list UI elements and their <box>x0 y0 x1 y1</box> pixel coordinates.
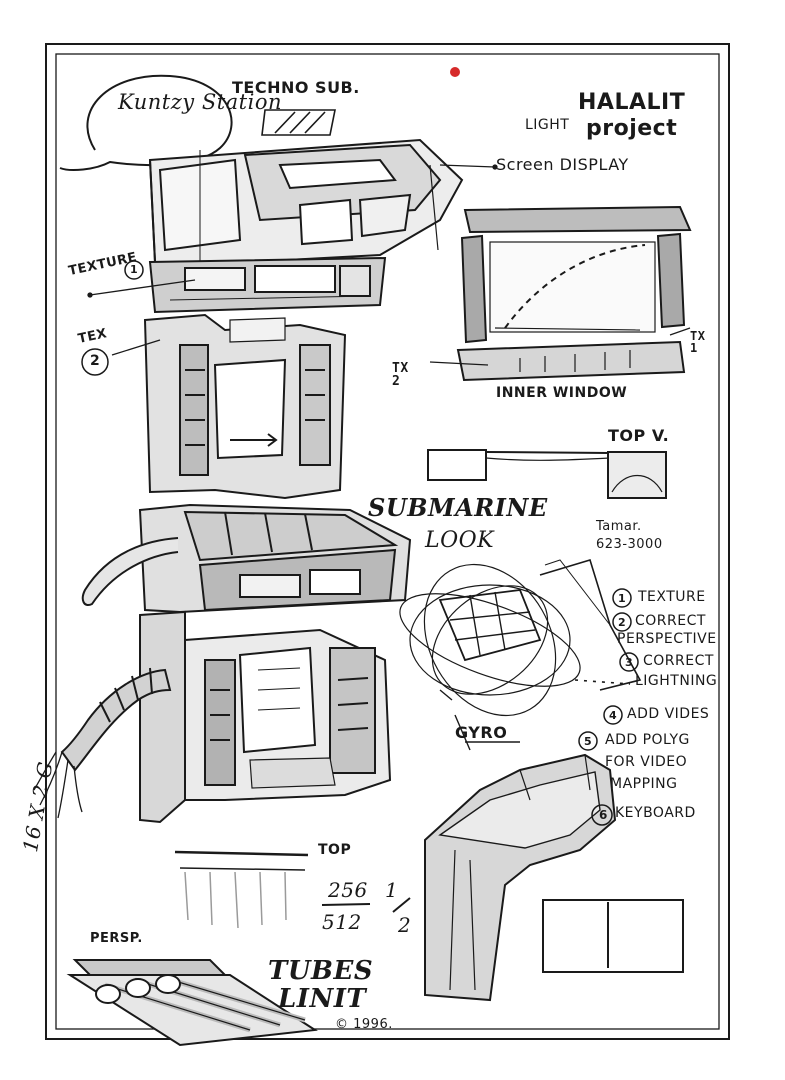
top-label: TOP <box>318 842 352 858</box>
texture-leaders <box>87 164 498 356</box>
arch-sketch <box>424 753 617 1002</box>
check-1-line-1: TEXTURE <box>638 589 706 605</box>
check-5-line-2: FOR VIDEO <box>605 754 688 770</box>
num-half-1: 1 <box>385 878 399 902</box>
num-512: 512 <box>322 910 362 934</box>
gyro-sketch <box>399 559 642 751</box>
inner-border <box>55 53 720 1030</box>
check-num-1: 1 <box>618 592 627 605</box>
top-control-band <box>148 256 387 314</box>
check-5-line-3: MAPPING <box>610 776 678 792</box>
project-prefix: LIGHT <box>525 117 570 133</box>
check-2-line-1: CORRECT <box>635 613 706 629</box>
project-suffix: project <box>586 116 678 141</box>
num-half-2: 2 <box>398 913 412 937</box>
submarine-canopy <box>138 503 412 614</box>
project-name: HALALIT <box>578 90 686 115</box>
top-curtain-sketch <box>174 850 309 929</box>
gyro-label: GYRO <box>455 723 508 742</box>
check-3-line-2: LIGHTNING <box>635 673 718 689</box>
tubes-unit-sketch <box>66 959 318 1047</box>
upper-hose <box>81 537 179 606</box>
phone-label: 623-3000 <box>596 537 663 552</box>
fraction-bars <box>321 897 411 913</box>
inner-window-sketch <box>429 205 692 382</box>
number-circles <box>81 260 639 826</box>
inner-window-label: INNER WINDOW <box>496 385 628 401</box>
station-title-line1: Kuntzy Station <box>118 90 282 114</box>
small-frame-sketch <box>542 899 684 973</box>
tx2-label: TX 2 <box>392 361 409 389</box>
top-machine-body <box>143 313 347 500</box>
num-256: 256 <box>328 878 368 902</box>
station-title-bubble <box>59 74 233 171</box>
top-view-label: TOP V. <box>608 426 670 445</box>
check-num-2: 2 <box>618 616 627 629</box>
outer-border <box>45 43 730 1040</box>
top-screen-hood <box>148 138 464 263</box>
tamar-label: Tamar. <box>596 519 642 534</box>
tx1-label: TX 1 <box>690 329 706 355</box>
check-num-6: 6 <box>599 808 608 822</box>
lower-hose <box>33 667 172 819</box>
persp-label: PERSP. <box>90 931 143 946</box>
registration-dot-icon <box>450 67 460 77</box>
top-view-sketch <box>427 449 667 499</box>
copyright-label: © 1996. <box>335 1017 393 1032</box>
check-num-5: 5 <box>584 735 593 748</box>
look-label: LOOK <box>425 528 495 553</box>
submarine-body <box>139 610 392 824</box>
screen-display-label: Screen DISPLAY <box>496 155 629 174</box>
check-4-line-1: ADD VIDES <box>627 706 710 722</box>
check-6-line-1: KEYBOARD <box>615 805 696 821</box>
check-num-3: 3 <box>625 656 634 669</box>
techno-sub-label: TECHNO SUB. <box>232 78 360 97</box>
submarine-label: SUBMARINE <box>368 493 548 522</box>
check-2-line-2: PERSPECTIVE <box>617 631 717 647</box>
techno-sub-plate <box>261 109 336 136</box>
texture-1-num: 1 <box>130 263 139 276</box>
tubes-label: TUBES <box>268 956 374 986</box>
check-num-4: 4 <box>609 709 618 722</box>
linit-label: LINIT <box>278 984 367 1014</box>
check-5-line-1: ADD POLYG <box>605 732 690 748</box>
texture-2-num: 2 <box>90 353 101 369</box>
check-3-line-1: CORRECT <box>643 653 714 669</box>
